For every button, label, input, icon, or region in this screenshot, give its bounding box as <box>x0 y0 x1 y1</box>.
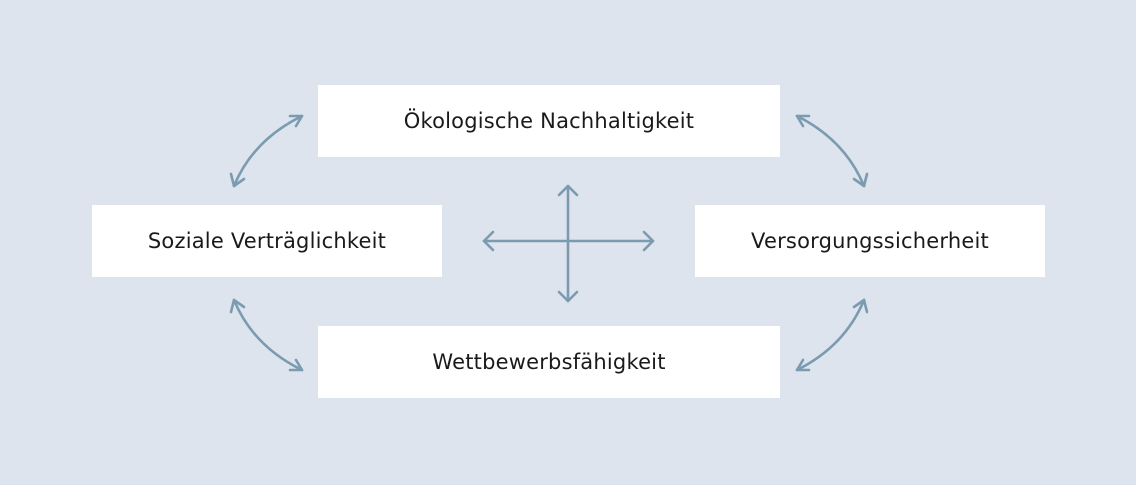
node-oekologische-nachhaltigkeit: Ökologische Nachhaltigkeit <box>318 85 780 157</box>
node-wettbewerbsfaehigkeit: Wettbewerbsfähigkeit <box>318 326 780 398</box>
arrow-left-top <box>229 114 304 188</box>
node-label-left: Soziale Verträglichkeit <box>147 229 387 253</box>
node-soziale-vertraeglichkeit: Soziale Verträglichkeit <box>92 205 442 277</box>
arrow-top-right <box>795 114 869 188</box>
node-label-top: Ökologische Nachhaltigkeit <box>403 109 695 133</box>
node-label-bottom: Wettbewerbsfähigkeit <box>432 350 666 374</box>
arrow-bottom-right <box>795 298 869 372</box>
arrow-center-horizontal <box>482 230 655 252</box>
arrow-left-bottom <box>229 298 304 372</box>
arrow-center-vertical <box>557 184 579 303</box>
node-label-right: Versorgungssicherheit <box>751 229 989 253</box>
node-versorgungssicherheit: Versorgungssicherheit <box>695 205 1045 277</box>
